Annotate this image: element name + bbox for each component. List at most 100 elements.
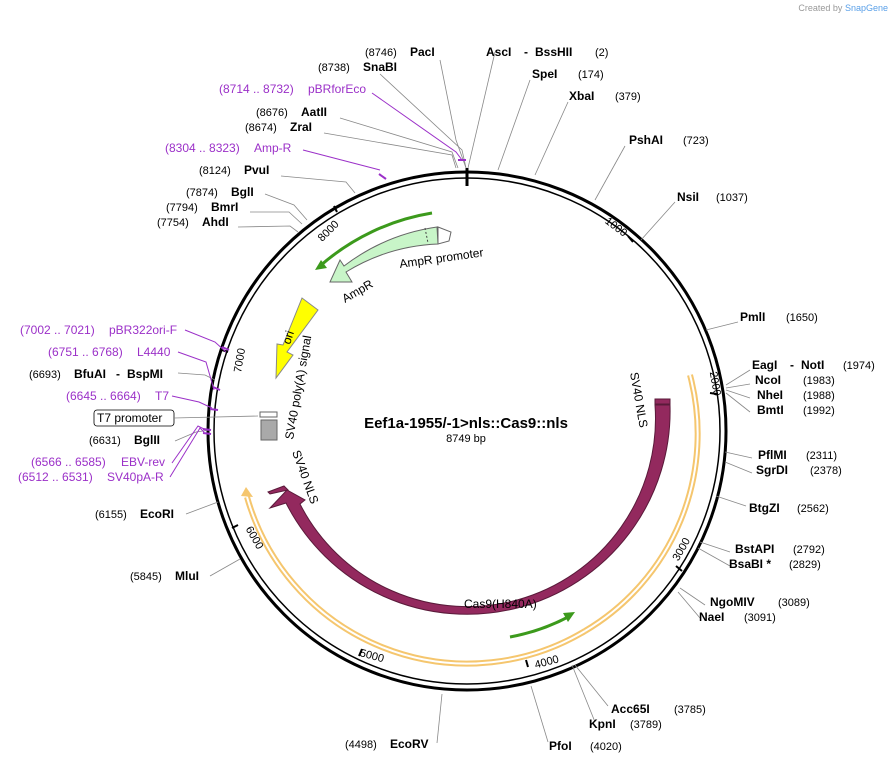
enzyme-btgzi: BtgZI: [749, 501, 780, 515]
polya-small-box: [259, 411, 278, 418]
enzyme-nsii: NsiI: [677, 190, 699, 204]
cas9-junction: [442, 614, 446, 631]
enzyme-pos-pvui: (8124): [199, 165, 231, 177]
primer-leaders: [169, 92, 463, 478]
enzyme-pos-aatii: (8676): [256, 107, 288, 119]
green-arrowhead-top: [315, 260, 327, 270]
polya-grey-box: [260, 419, 278, 441]
enzyme-pos-naei: (3091): [744, 612, 776, 624]
enzyme-pos-bsabi: (2829): [789, 559, 821, 571]
scale-ticks: [221, 205, 718, 668]
enzyme-snabi: SnaBI: [363, 60, 397, 74]
primer-pos-pbr322ori: (7002 .. 7021): [20, 323, 95, 337]
enzyme-pos-ecori: (6155): [95, 509, 127, 521]
enzyme-bsabi: BsaBI *: [729, 557, 771, 571]
enzyme-asci-dash: -: [524, 45, 528, 59]
enzyme-zrai: ZraI: [290, 120, 312, 134]
tick-8000: 8000: [316, 218, 342, 244]
enzyme-pshai: PshAI: [629, 133, 663, 147]
enzyme-pos-ahdi: (7754): [157, 217, 189, 229]
primer-pos-t7: (6645 .. 6664): [66, 389, 141, 403]
tick-4000: 4000: [533, 653, 560, 671]
leader-lines: [174, 51, 753, 744]
enzyme-pos-snabi: (8738): [318, 62, 350, 74]
enzyme-pos-spei: (174): [578, 69, 604, 81]
enzyme-bglii: BglII: [134, 433, 160, 447]
enzyme-pos-pmli: (1650): [786, 312, 818, 324]
enzyme-pos-bmri: (7794): [166, 202, 198, 214]
enzyme-pos-pfoi: (4020): [590, 741, 622, 753]
primer-pos-ampr: (8304 .. 8323): [165, 141, 240, 155]
nls-right-box: [654, 398, 671, 405]
enzyme-pos-bgli: (7874): [186, 187, 218, 199]
orf-arrowhead: [241, 487, 253, 497]
enzyme-ecorv: EcoRV: [390, 737, 428, 751]
enzyme-pos-xbai: (379): [615, 91, 641, 103]
t7-promoter-label: T7 promoter: [97, 411, 162, 425]
enzyme-bmri: BmrI: [211, 200, 238, 214]
enzyme-pos-bglii: (6631): [89, 435, 121, 447]
primer-t7: T7: [155, 389, 169, 403]
enzyme-pos-acc65i: (3785): [674, 704, 706, 716]
enzyme-pflmi: PflMI: [758, 448, 787, 462]
primers: (8714 .. 8732) pBRforEco (8304 .. 8323) …: [18, 82, 366, 484]
primer-pos-l4440: (6751 .. 6768): [48, 345, 123, 359]
label-nls-right: SV40 NLS: [627, 371, 651, 429]
enzyme-pos-zrai: (8674): [245, 122, 277, 134]
green-arrowhead-bottom: [563, 612, 575, 622]
plasmid-size: 8749 bp: [446, 433, 486, 445]
snapgene-credit: Created by SnapGene: [798, 3, 888, 13]
label-cas9: Cas9(H840A): [464, 597, 537, 611]
label-ori: ori: [280, 329, 297, 346]
enzyme-xbai: XbaI: [569, 89, 594, 103]
enzymes-left: (8746) PacI (8738) SnaBI (8676) AatII (8…: [29, 45, 435, 751]
primer-sv40par: SV40pA-R: [107, 470, 164, 484]
enzyme-noti: NotI: [801, 358, 824, 372]
enzyme-pos-btgzi: (2562): [797, 503, 829, 515]
enzyme-spei: SpeI: [532, 67, 557, 81]
plasmid-name: Eef1a-1955/-1>nls::Cas9::nls: [364, 415, 568, 432]
enzyme-eagi-dash: -: [790, 358, 794, 372]
primer-ampr: Amp-R: [254, 141, 292, 155]
enzyme-ahdi: AhdI: [202, 215, 229, 229]
label-ampr-promoter: AmpR promoter: [398, 245, 484, 271]
enzyme-ngomiv: NgoMIV: [710, 595, 755, 609]
enzyme-pos-ecorv: (4498): [345, 739, 377, 751]
enzyme-pos-mlui: (5845): [130, 571, 162, 583]
enzyme-mlui: MluI: [175, 569, 199, 583]
enzyme-pos-asci: (2): [595, 47, 608, 59]
enzyme-pfoi: PfoI: [549, 739, 572, 753]
enzyme-bspmi: BspMI: [127, 367, 163, 381]
enzyme-pos-ncoi: (1983): [803, 375, 835, 387]
enzyme-pos-ngomiv: (3089): [778, 597, 810, 609]
orf-arc-bottom-core: [246, 496, 586, 665]
enzymes-right: AscI - BssHII (2) SpeI (174) XbaI (379) …: [486, 45, 875, 753]
enzyme-bfuai: BfuAI: [74, 367, 106, 381]
ampr-junction: [424, 227, 429, 244]
primer-pbr322ori: pBR322ori-F: [109, 323, 177, 337]
primer-pos-sv40par: (6512 .. 6531): [18, 470, 93, 484]
enzyme-sgrdi: SgrDI: [756, 463, 788, 477]
enzyme-ecori: EcoRI: [140, 507, 174, 521]
green-arrow-bottom: [509, 614, 571, 639]
nls-left-arrow: [267, 485, 289, 495]
enzyme-asci: AscI: [486, 45, 511, 59]
enzyme-pos-sgrdi: (2378): [810, 465, 842, 477]
enzyme-naei: NaeI: [699, 610, 724, 624]
primer-pbrforeco: pBRforEco: [308, 82, 366, 96]
enzyme-pos-pshai: (723): [683, 135, 709, 147]
primer-ebvrev: EBV-rev: [121, 455, 165, 469]
primer-pos-ebvrev: (6566 .. 6585): [31, 455, 106, 469]
tick-1000: 1000: [602, 215, 629, 239]
enzyme-eagi: EagI: [752, 358, 777, 372]
green-arrow-top: [319, 211, 433, 268]
tick-6000: 6000: [243, 524, 266, 551]
enzyme-bstapi: BstAPI: [735, 542, 774, 556]
enzyme-pacI: PacI: [410, 45, 435, 59]
enzyme-aatii: AatII: [301, 105, 327, 119]
enzyme-pos-pacI: (8746): [365, 47, 397, 59]
enzyme-pmli: PmlI: [740, 310, 765, 324]
enzyme-kpni: KpnI: [589, 717, 616, 731]
enzyme-bmti: BmtI: [757, 403, 784, 417]
